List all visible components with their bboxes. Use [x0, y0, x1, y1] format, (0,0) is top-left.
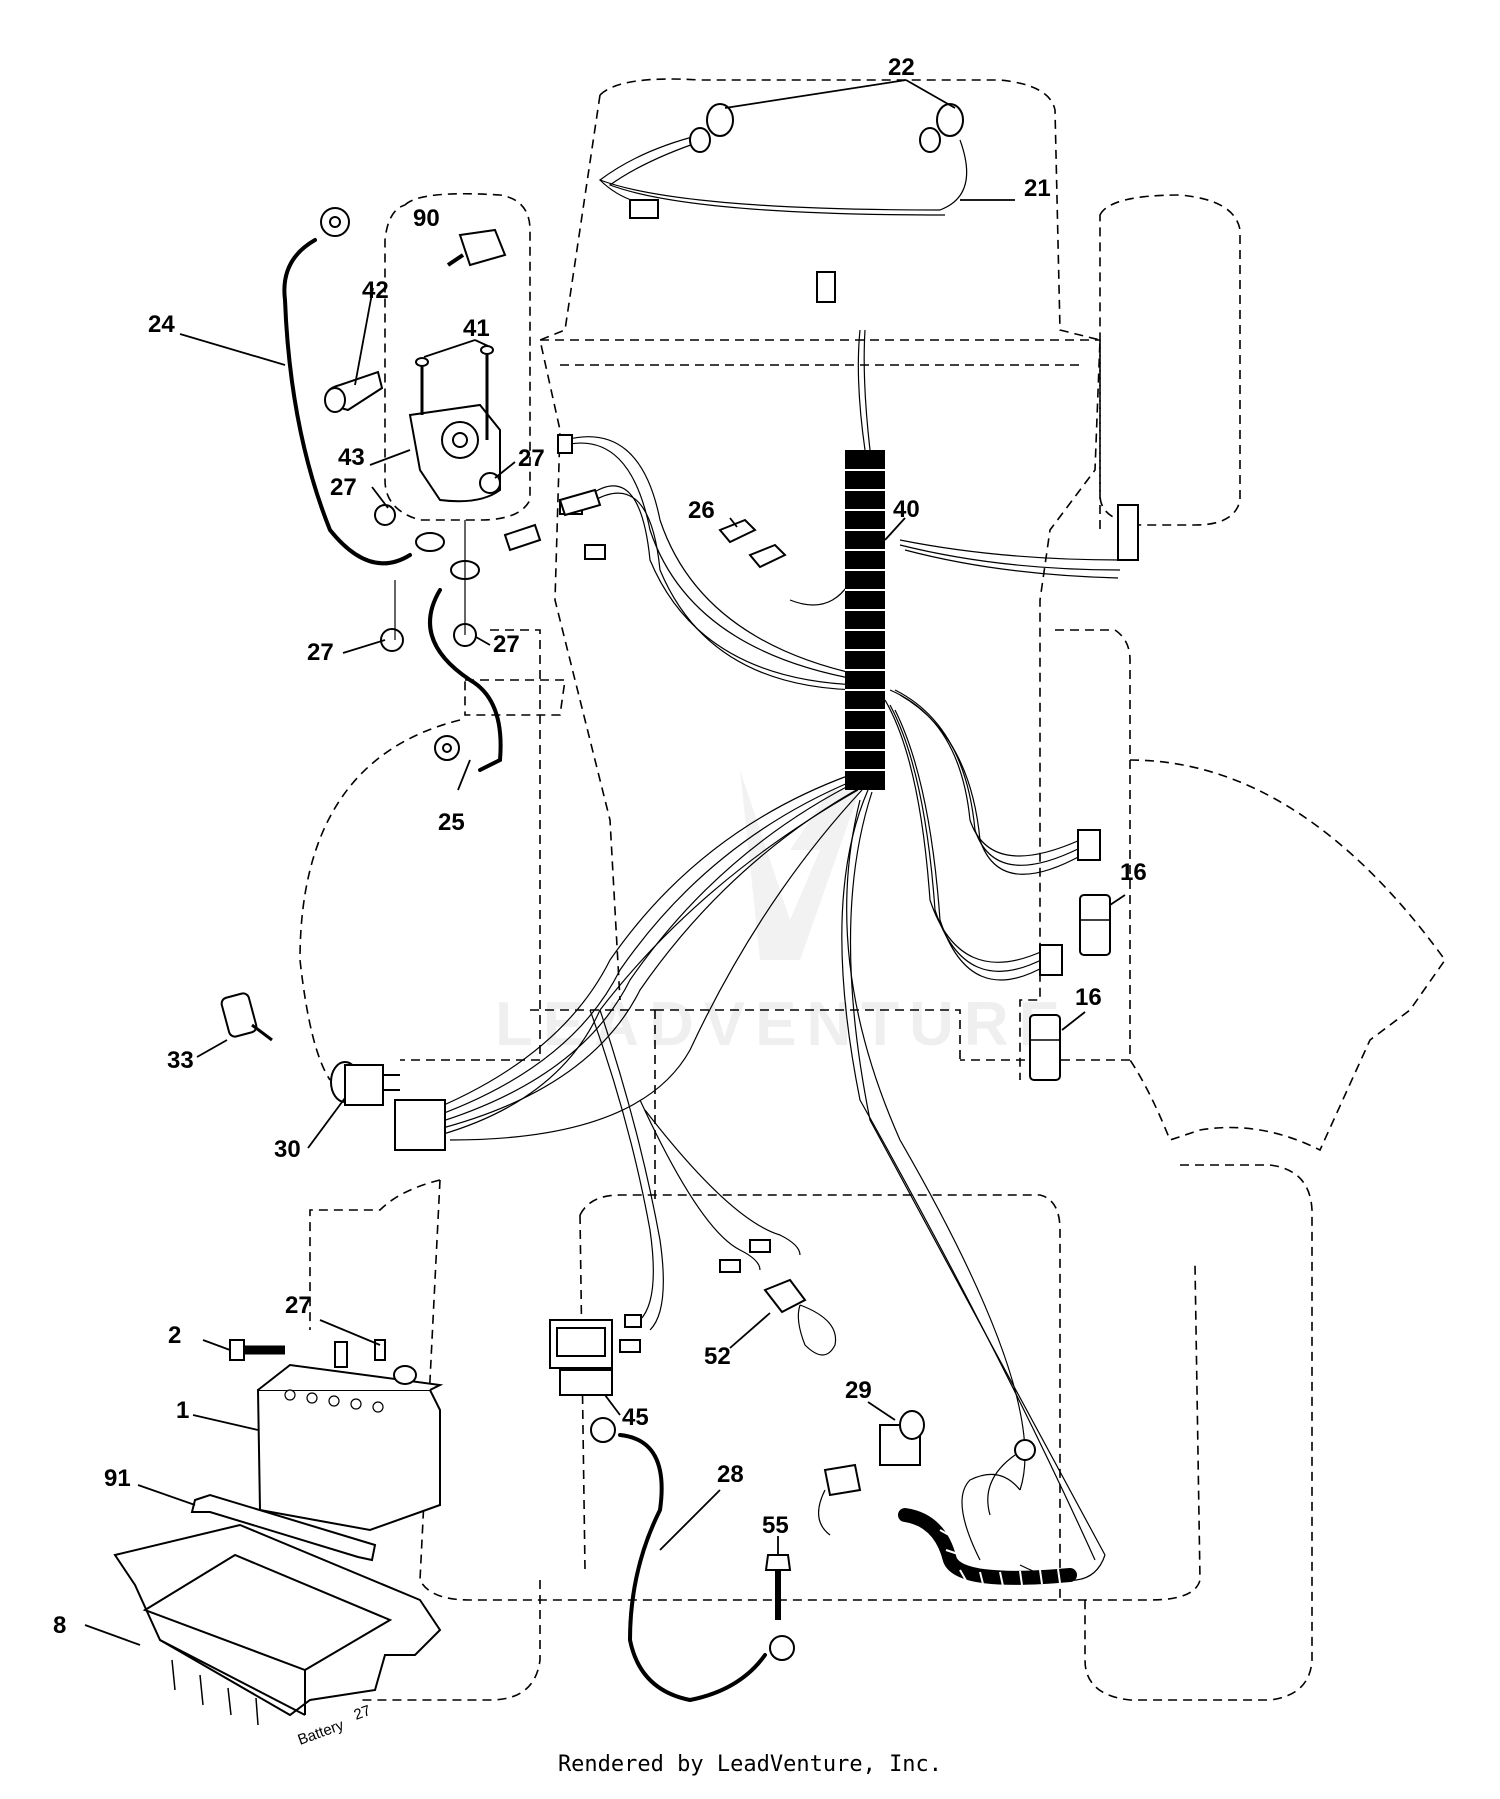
ignition-switch-30	[330, 1061, 400, 1106]
wire-terminal	[584, 544, 606, 560]
callout-52: 52	[704, 1343, 731, 1370]
nut-27	[374, 504, 396, 526]
callout-16b: 16	[1075, 984, 1102, 1011]
callout-26: 26	[688, 497, 715, 524]
harness-conduit-40	[845, 450, 885, 790]
callout-30: 30	[274, 1136, 301, 1163]
wire-terminal	[749, 1239, 771, 1253]
ignition-connector	[394, 1099, 446, 1151]
bolt-55	[764, 1554, 792, 1620]
plug-connector-upper	[1077, 829, 1101, 861]
callout-91: 91	[104, 1465, 131, 1492]
wire-terminal	[557, 434, 573, 454]
callout-40: 40	[893, 496, 920, 523]
callout-8: 8	[53, 1612, 66, 1639]
callout-2: 2	[168, 1322, 181, 1349]
nut-27-battery	[374, 1339, 386, 1361]
part-52	[763, 1278, 837, 1356]
headlight-bulb-left	[706, 103, 734, 137]
cable-25	[428, 588, 503, 772]
callout-25: 25	[438, 809, 465, 836]
headlight-connector	[629, 199, 659, 219]
battery-tray-label: Battery	[296, 1716, 347, 1748]
plug-16-upper	[1079, 894, 1111, 956]
callout-27c: 27	[307, 639, 334, 666]
callout-43: 43	[338, 444, 365, 471]
callout-29: 29	[845, 1377, 872, 1404]
fuse-26	[718, 518, 787, 569]
callout-27b: 27	[330, 474, 357, 501]
wire-terminal	[719, 1259, 741, 1273]
callout-16a: 16	[1120, 859, 1147, 886]
switch-29	[818, 1410, 925, 1536]
nut-27	[380, 628, 404, 652]
harness-connectors	[394, 271, 1139, 1353]
plug-connector-lower	[1039, 944, 1063, 976]
battery-tray-8: Battery 27	[113, 1523, 442, 1749]
headlight-assembly-21-22	[598, 103, 968, 219]
callout-45: 45	[622, 1404, 649, 1431]
headlight-bulb-right	[936, 103, 964, 137]
ring-terminal	[987, 1439, 1036, 1516]
callout-28: 28	[717, 1461, 744, 1488]
cable-28	[590, 1417, 795, 1703]
callout-numbers: 22 21 90 24 42 41 43 27 27 26 40 27 27 2…	[53, 54, 1147, 1639]
callout-55: 55	[762, 1512, 789, 1539]
harness-end-connector	[816, 271, 836, 303]
solenoid-43	[374, 345, 602, 652]
wire-terminal	[619, 1339, 641, 1353]
watermark-text: LEADVENTURE	[495, 990, 1070, 1059]
tractor-outline	[299, 78, 1446, 1701]
callout-22: 22	[888, 54, 915, 81]
boot-42	[324, 370, 384, 413]
leader-lines	[84, 79, 1126, 1646]
hold-down-91	[190, 1493, 377, 1562]
callout-27d: 27	[493, 631, 520, 658]
battery-1	[256, 1341, 444, 1532]
callout-42: 42	[362, 277, 389, 304]
callout-90: 90	[413, 205, 440, 232]
part-90	[446, 228, 507, 267]
hour-meter-45	[549, 1319, 613, 1396]
watermark: LEADVENTURE	[495, 770, 1070, 1059]
cable-24	[282, 207, 412, 566]
callout-21: 21	[1024, 175, 1051, 202]
ignition-key-33	[220, 992, 273, 1042]
plug-16-lower	[1029, 1014, 1061, 1081]
coiled-cord	[898, 1508, 1077, 1589]
main-harness-wires	[419, 329, 1121, 1581]
footer-credit: Rendered by LeadVenture, Inc.	[557, 1752, 943, 1777]
right-harness-connector	[1117, 504, 1139, 561]
callout-41: 41	[463, 315, 490, 342]
callout-27a: 27	[518, 445, 545, 472]
callout-27e: 27	[285, 1292, 312, 1319]
wire-terminal	[624, 1314, 642, 1328]
callout-33: 33	[167, 1047, 194, 1074]
bolt-2	[229, 1339, 285, 1361]
battery-tray-number: 27	[352, 1702, 373, 1724]
callout-24: 24	[148, 311, 175, 338]
callout-1: 1	[176, 1397, 189, 1424]
